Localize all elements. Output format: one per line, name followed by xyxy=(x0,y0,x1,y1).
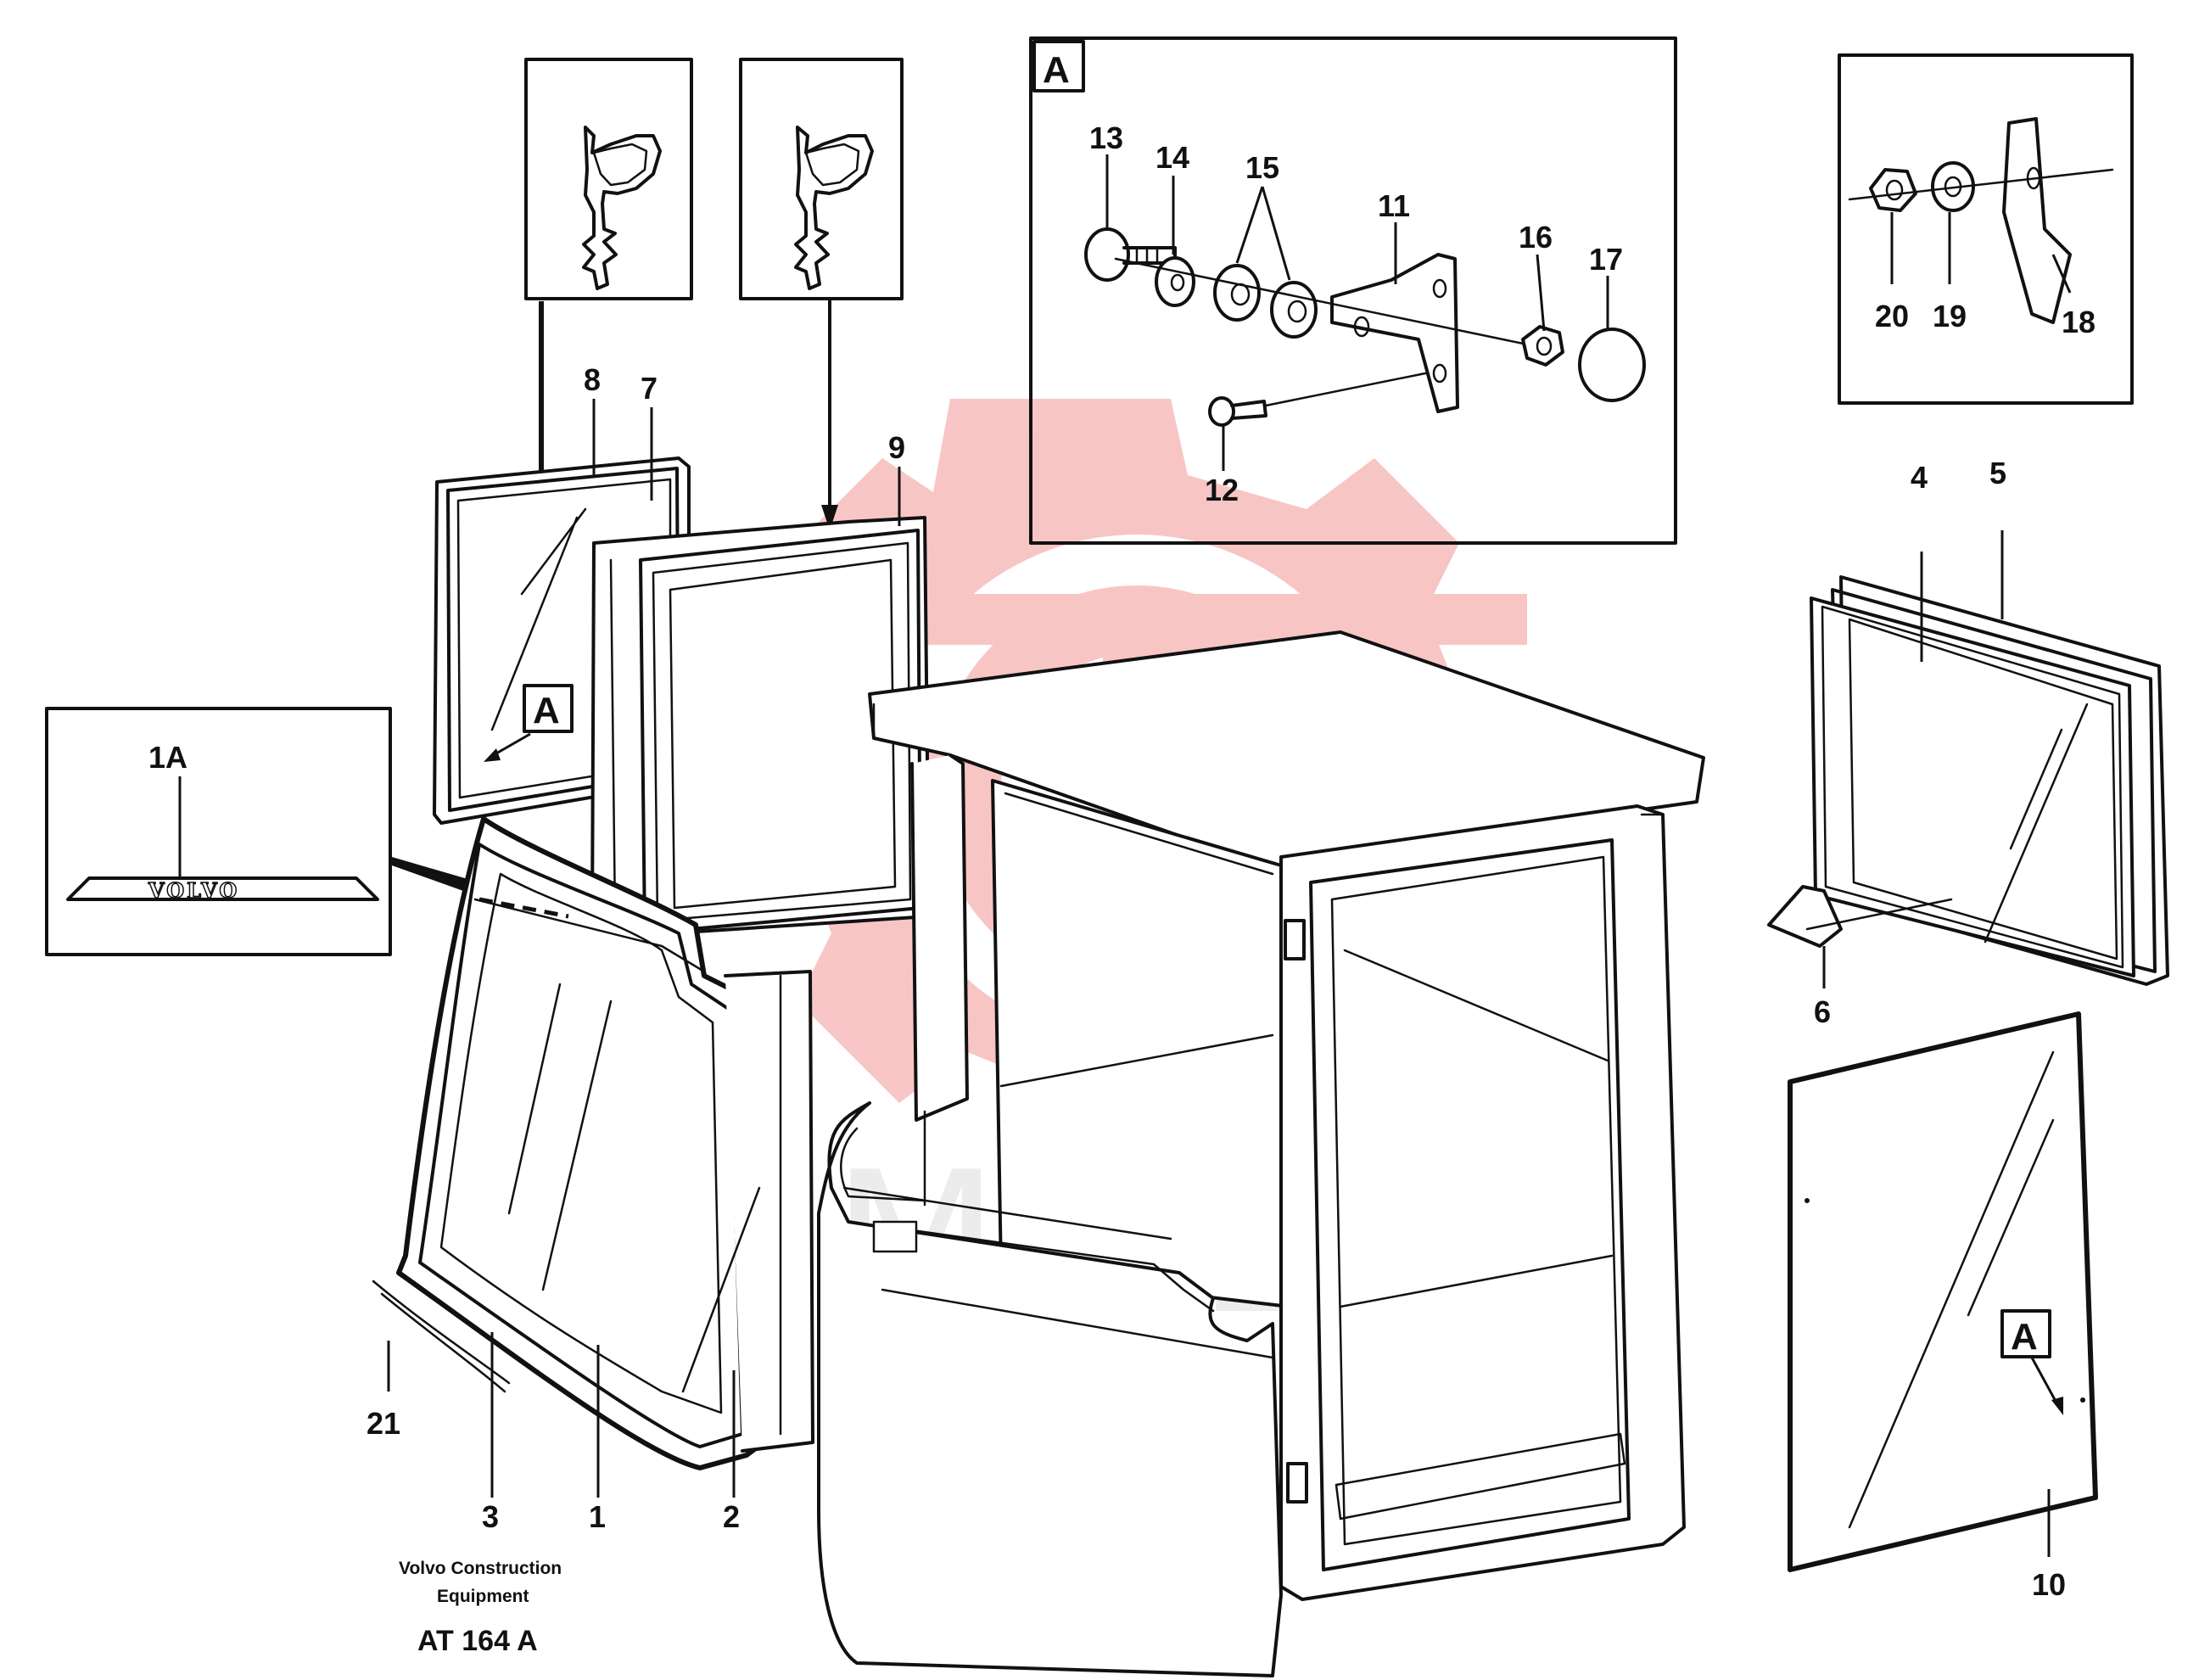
windshield-assembly: 1 2 3 21 xyxy=(366,816,814,1534)
door-glass-10: 10 xyxy=(1788,1011,2098,1602)
detail-a-marker-right: A xyxy=(2000,1309,2063,1415)
cap-17 xyxy=(1578,328,1646,402)
detail-a-marker-left: A xyxy=(484,684,574,762)
footer-company-line1: Volvo Construction xyxy=(399,1559,562,1578)
label-2: 2 xyxy=(723,1499,740,1534)
plate-18 xyxy=(2002,117,2072,324)
detail-box-18-20: 20 19 18 xyxy=(1838,53,2134,405)
emblem-box-1a: VOLVO 1A xyxy=(45,707,479,956)
detail-a-box-marker: A xyxy=(1043,49,1070,91)
bracket-11 xyxy=(1330,253,1459,413)
label-1: 1 xyxy=(589,1499,606,1534)
seal-profile-box-right xyxy=(739,58,904,530)
label-3: 3 xyxy=(482,1499,499,1534)
label-18: 18 xyxy=(2062,305,2095,339)
label-20: 20 xyxy=(1875,299,1909,333)
label-8: 8 xyxy=(584,362,601,397)
nut-16 xyxy=(1521,325,1564,367)
footer-company-line2: Equipment xyxy=(437,1587,529,1606)
label-4: 4 xyxy=(1911,460,1928,495)
label-19: 19 xyxy=(1933,299,1967,333)
label-7: 7 xyxy=(641,371,657,406)
label-11: 11 xyxy=(1378,188,1410,223)
label-16: 16 xyxy=(1519,220,1553,255)
volvo-emblem-text: VOLVO xyxy=(148,878,239,903)
detail-a-box: A xyxy=(1029,36,1677,545)
washer-14 xyxy=(1155,256,1195,307)
bolt-13 xyxy=(1084,227,1177,282)
label-5: 5 xyxy=(1989,456,2006,490)
label-13: 13 xyxy=(1089,120,1123,155)
label-9: 9 xyxy=(888,430,905,465)
bracket-6: 6 xyxy=(1767,885,1953,1029)
label-21: 21 xyxy=(366,1406,400,1441)
screw-12 xyxy=(1208,372,1427,427)
seal-profile-box-left xyxy=(524,58,693,471)
label-10: 10 xyxy=(2032,1567,2066,1602)
nut-20 xyxy=(1869,168,1917,212)
washers-15 xyxy=(1213,264,1318,339)
label-17: 17 xyxy=(1589,242,1623,277)
cab-body xyxy=(817,630,1705,1677)
label-1a: 1A xyxy=(148,740,187,775)
svg-text:A: A xyxy=(2011,1316,2038,1358)
drawing-code: AT 164 A xyxy=(417,1625,538,1657)
label-14: 14 xyxy=(1155,140,1189,175)
rear-glass-4-5: 4 5 xyxy=(1810,456,2169,986)
svg-text:A: A xyxy=(533,690,560,731)
label-12: 12 xyxy=(1205,473,1239,507)
label-6: 6 xyxy=(1814,994,1831,1029)
label-15: 15 xyxy=(1245,150,1279,185)
